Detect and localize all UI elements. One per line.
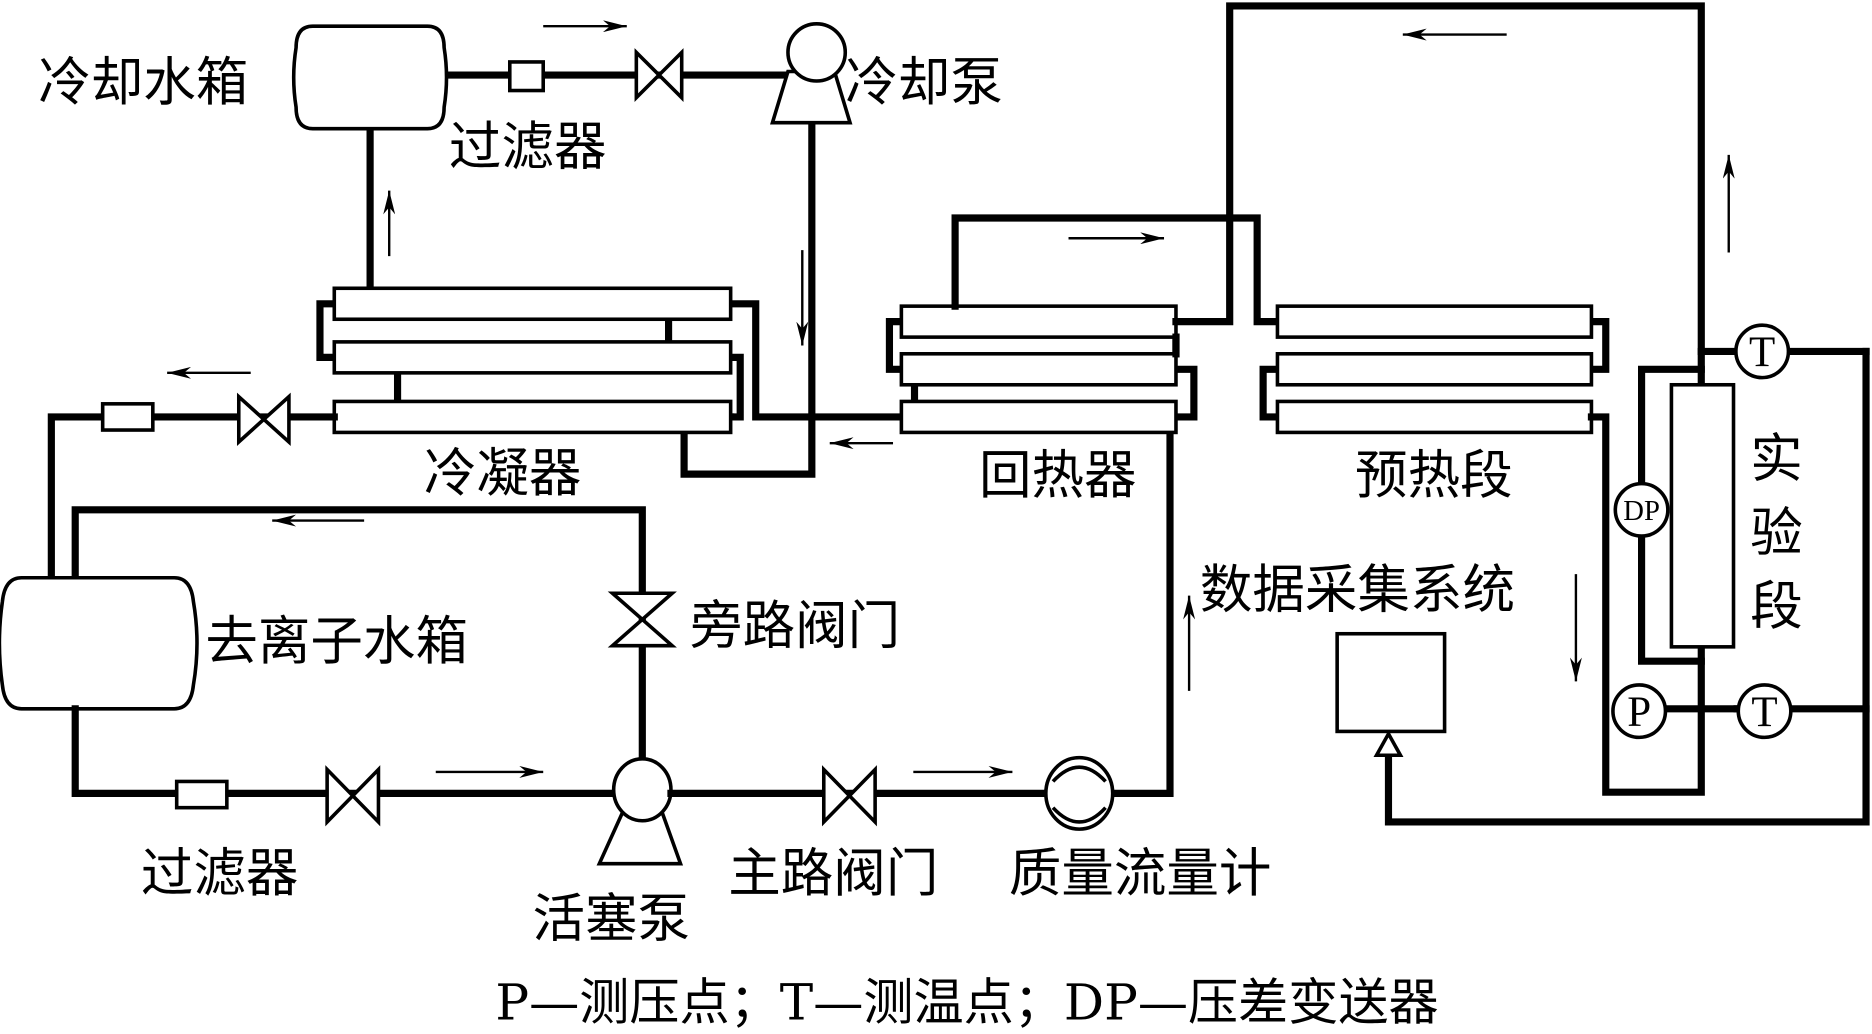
cooling-pipe-condenser-top-right — [727, 300, 905, 421]
pipe-return-from-test-section — [1172, 2, 1705, 389]
preheater — [1259, 304, 1610, 435]
pipe-preheater-to-test-section — [1587, 413, 1705, 796]
pipe-regenerator-bypass-top — [951, 214, 1282, 326]
mass-flowmeter — [1044, 755, 1115, 831]
main-filter — [174, 779, 229, 810]
svg-text:T: T — [1749, 329, 1775, 376]
cooling-pump — [770, 22, 853, 125]
pipe-flowmeter-to-regenerator — [1109, 428, 1174, 797]
piston-pump-label: 活塞泵 — [532, 888, 690, 949]
differential-pressure-sensor: DP — [1613, 481, 1670, 538]
test-section-label-3: 段 — [1750, 576, 1803, 637]
daq-box — [1335, 631, 1447, 734]
cooling-valve[interactable] — [634, 48, 684, 102]
daq-label: 数据采集系统 — [1200, 560, 1515, 621]
cooling-water-tank-label: 冷却水箱 — [38, 52, 248, 113]
main-filter-label: 过滤器 — [141, 843, 299, 904]
cooling-filter — [507, 60, 546, 93]
pipe-condenser-to-di-tank — [47, 413, 338, 582]
cooling-water-tank — [291, 24, 449, 131]
bypass-valve-label: 旁路阀门 — [690, 595, 900, 656]
deionized-water-tank-label: 去离子水箱 — [205, 611, 468, 672]
mass-flowmeter-label: 质量流量计 — [1009, 843, 1272, 904]
svg-text:P: P — [1627, 689, 1651, 736]
test-section — [1669, 382, 1736, 649]
return-filter — [100, 402, 155, 432]
svg-text:DP: DP — [1623, 495, 1660, 527]
condenser-label: 冷凝器 — [424, 443, 582, 504]
regenerator-label: 回热器 — [979, 445, 1137, 506]
cooling-pump-label: 冷却泵 — [845, 52, 1003, 113]
piston-pump — [596, 757, 684, 866]
main-valve-label: 主路阀门 — [728, 843, 938, 904]
condenser — [316, 286, 744, 435]
legend-caption: P—测压点；T—测温点；DP—压差变送器 — [495, 974, 1438, 1032]
signal-line — [1384, 347, 1870, 826]
bypass-valve[interactable] — [607, 591, 677, 648]
pipe-tank-to-piston-pump — [71, 705, 619, 797]
main-valve[interactable] — [821, 765, 877, 827]
temperature-sensor-outlet: T — [1734, 323, 1791, 380]
signal-arrowhead — [1373, 730, 1404, 758]
preheater-label: 预热段 — [1355, 445, 1513, 506]
svg-text:T: T — [1751, 689, 1777, 736]
test-section-label-2: 验 — [1750, 502, 1803, 563]
deionized-water-tank — [0, 575, 199, 711]
pressure-sensor-inlet: P — [1611, 683, 1668, 740]
cooling-filter-label: 过滤器 — [449, 116, 607, 177]
return-valve[interactable] — [236, 392, 291, 446]
temperature-sensor-inlet: T — [1736, 683, 1793, 740]
inlet-valve[interactable] — [325, 765, 381, 827]
test-section-label-1: 实 — [1750, 429, 1803, 490]
regenerator — [885, 304, 1198, 435]
